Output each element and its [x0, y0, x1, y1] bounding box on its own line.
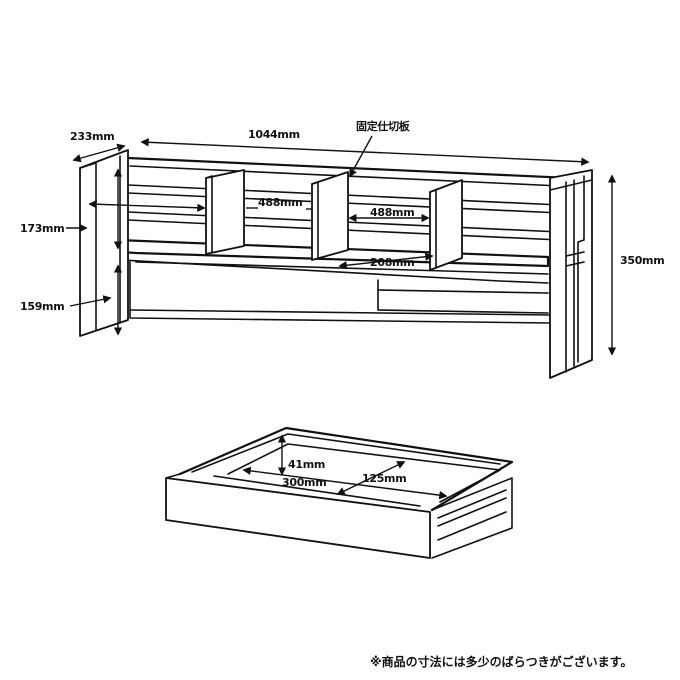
left-divider: [205, 169, 245, 255]
left-compartment-label: 488mm: [258, 196, 302, 209]
divider-gap-label: 208mm: [370, 256, 414, 269]
desk-shelf: 233mm 1044mm 固定仕切板 173mm 159mm 488mm 488…: [20, 119, 665, 379]
drawer-depth-label: 125mm: [362, 472, 406, 485]
drawer: 41mm 300mm 125mm: [165, 426, 514, 559]
upper-height-label: 173mm: [20, 222, 64, 235]
lower-height-label: 159mm: [20, 300, 64, 313]
depth-label: 233mm: [70, 130, 114, 143]
right-divider: [429, 179, 463, 271]
fixed-divider-label: 固定仕切板: [356, 119, 411, 133]
dimension-disclaimer: ※商品の寸法には多少のばらつきがございます。: [370, 654, 632, 669]
fixed-divider: [311, 171, 349, 261]
drawer-height-label: 41mm: [288, 458, 325, 471]
total-height-label: 350mm: [620, 254, 664, 267]
drawer-width-label: 300mm: [282, 476, 326, 489]
width-label: 1044mm: [248, 128, 300, 141]
right-compartment-label: 488mm: [370, 206, 414, 219]
